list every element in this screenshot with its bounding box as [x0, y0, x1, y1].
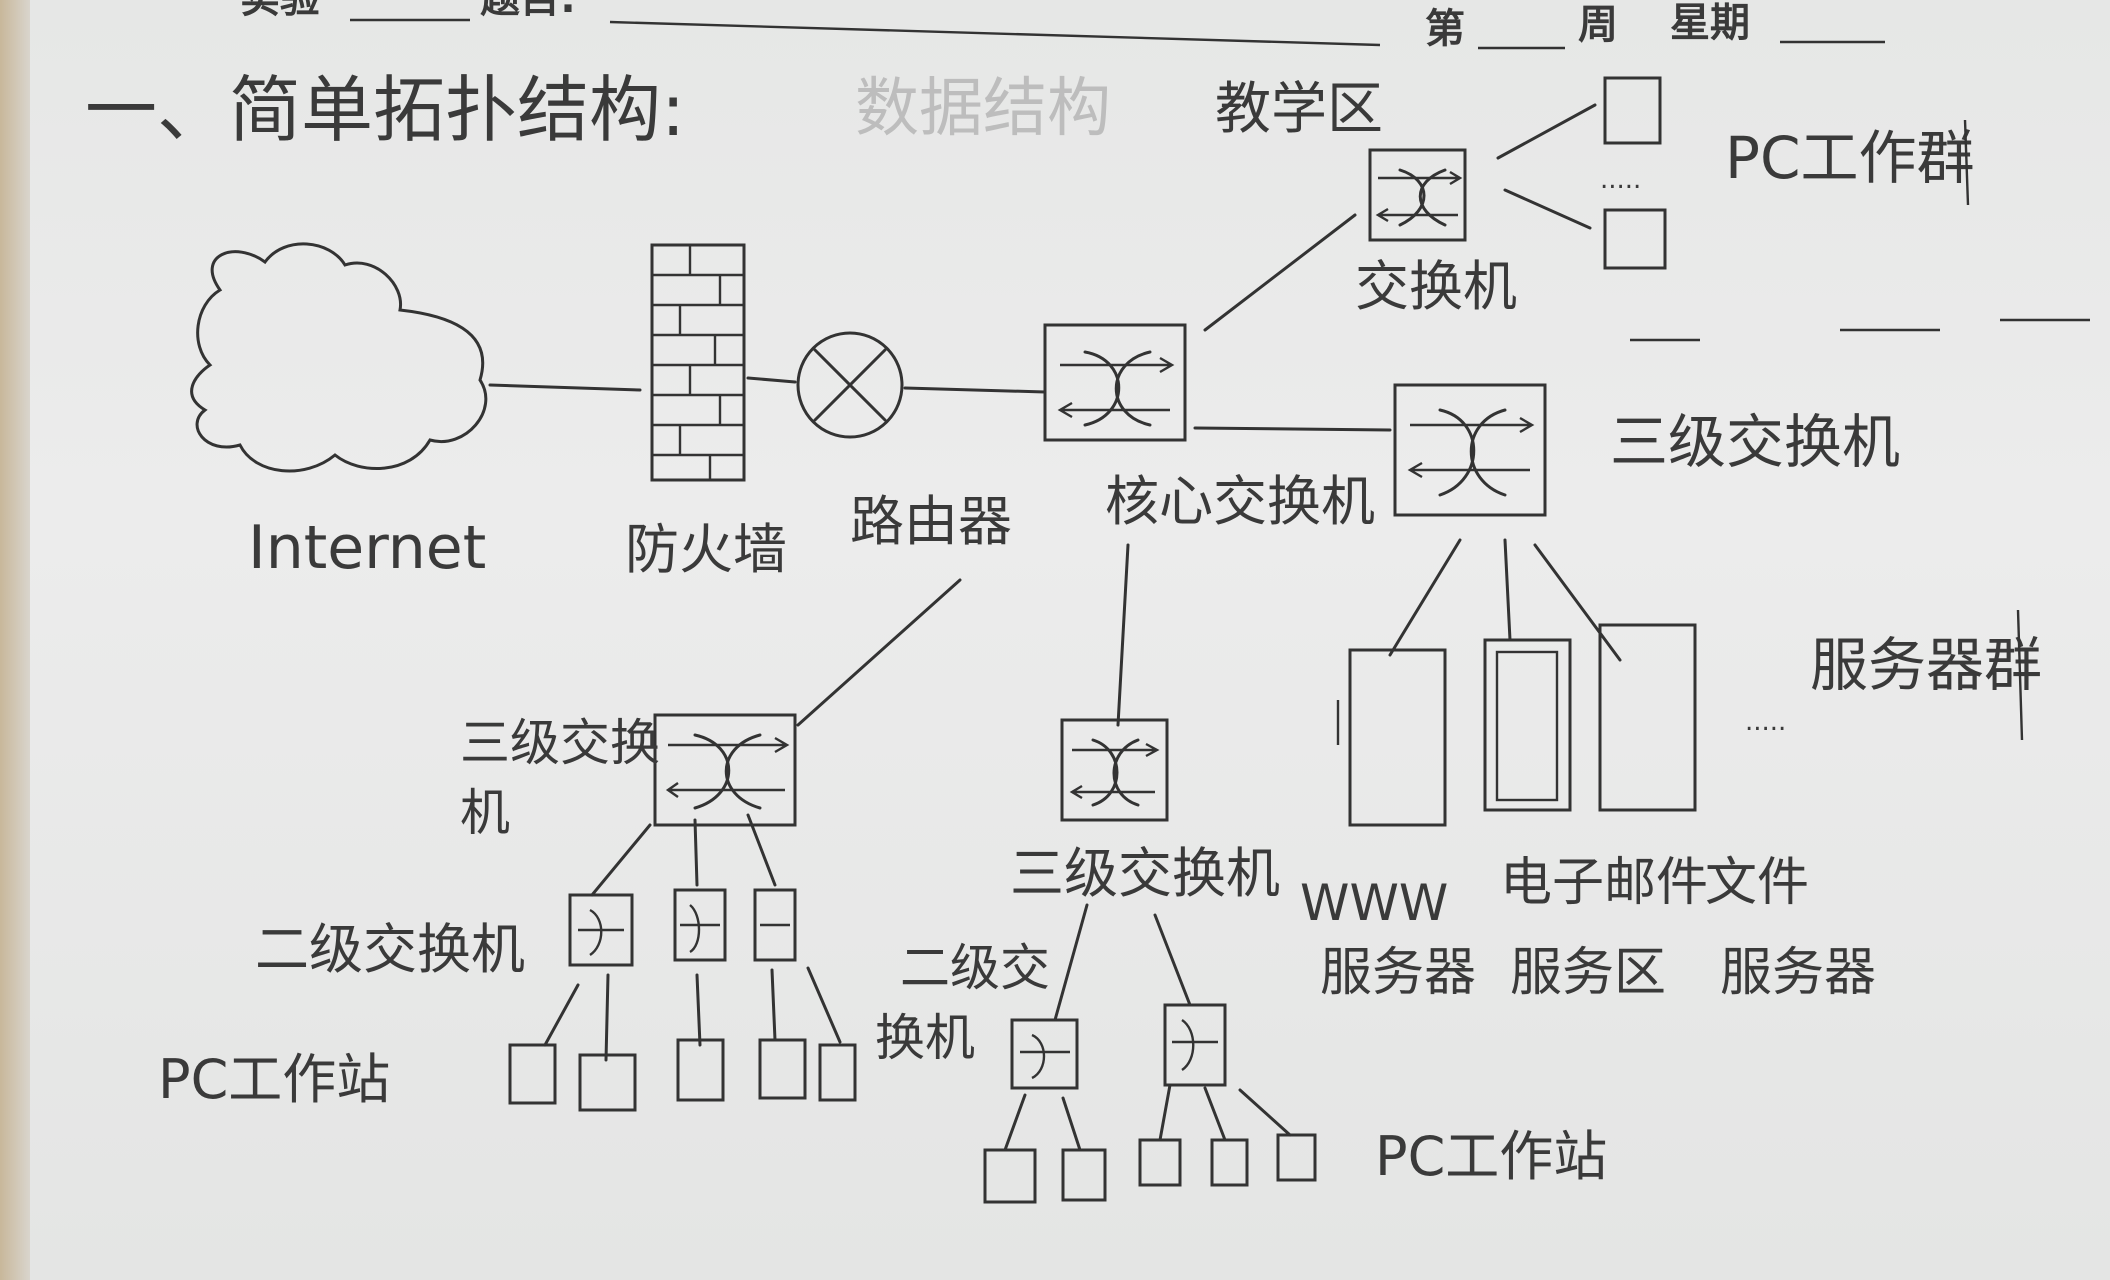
link-right-l3-www	[1388, 538, 1462, 657]
core-switch-icon	[1043, 323, 1187, 442]
pc-station-left-label: PC工作站	[158, 1048, 390, 1111]
core-switch-label: 核心交换机	[1105, 470, 1375, 533]
file-server-label-2: 服务器	[1720, 943, 1876, 1003]
l2-switch-icon	[1010, 1018, 1079, 1090]
top-switch-label: 交换机	[1355, 255, 1517, 318]
router-label: 路由器	[850, 490, 1012, 553]
link-right-l3-mail	[1503, 538, 1512, 642]
l2-switch-left-label: 二级交换机	[255, 918, 525, 981]
pc-group-top-label: PC工作群	[1725, 124, 1974, 192]
link-router-core	[903, 386, 1047, 394]
header: 实验 题目: 第 周 星期	[240, 0, 1885, 52]
pc-dots-top: .....	[1600, 165, 1641, 195]
pc-icon	[508, 1043, 557, 1105]
internet-cloud-icon	[190, 242, 488, 473]
mail-server-label-1: 电子邮件	[1500, 853, 1708, 913]
router-icon	[796, 331, 904, 439]
weekday-label: 星期	[1670, 0, 1750, 46]
internet-label: Internet	[248, 513, 486, 583]
experiment-label: 实验	[240, 0, 320, 22]
l2-switch-icon	[753, 888, 797, 962]
link-left-l3-l2b	[693, 818, 699, 887]
l2-switch-icon	[673, 888, 727, 962]
link-left-l3-l2a	[590, 823, 652, 897]
mail-server-icon	[1483, 638, 1572, 812]
firewall-icon	[650, 243, 746, 482]
l2-switch-icon	[1163, 1003, 1227, 1087]
pc-icon	[676, 1038, 725, 1102]
link-top-switch-pc1	[1496, 103, 1597, 160]
link-firewall-router	[746, 376, 797, 384]
pc-icon	[1138, 1138, 1182, 1187]
pc-icon	[1603, 208, 1667, 270]
firewall-label: 防火墙	[625, 518, 787, 581]
l3-switch-left-label-2: 机	[460, 784, 510, 842]
file-server-icon	[1598, 623, 1697, 812]
heading: 一、简单拓扑结构: 数据结构 教学区	[85, 68, 1383, 152]
title-blank	[609, 20, 1381, 47]
www-server-label-1: WWW	[1300, 874, 1448, 932]
server-dots: .....	[1745, 707, 1786, 737]
connections	[488, 103, 1622, 1152]
link-router-left-l3	[796, 578, 962, 727]
l2-switch-mid-label-2: 换机	[875, 1009, 975, 1067]
link-core-right-switch	[1193, 426, 1392, 432]
link-left-l3-l2c	[746, 813, 777, 887]
area-label: 教学区	[1215, 77, 1383, 142]
l3-switch-right-label: 三级交换机	[1610, 408, 1900, 476]
link-core-top-switch	[1203, 213, 1357, 332]
top-switch-icon	[1368, 148, 1467, 242]
week-label-prefix: 第	[1425, 6, 1465, 52]
link-mid-l3-l2b	[1153, 913, 1192, 1007]
left-l3-switch-icon	[653, 713, 797, 827]
www-server-label-2: 服务器	[1320, 943, 1476, 1003]
l3-switch-mid-label: 三级交换机	[1010, 842, 1280, 905]
section-title: 一、简单拓扑结构:	[85, 68, 685, 152]
dashed-continuation	[1630, 318, 2090, 342]
l2-switch-mid-label-1: 二级交	[900, 939, 1050, 997]
right-l3-switch-icon	[1393, 383, 1547, 517]
title-label: 题目:	[480, 0, 576, 22]
pc-icon	[1276, 1133, 1317, 1182]
week-label-suffix: 周	[1578, 2, 1618, 48]
link-top-switch-pc2	[1503, 188, 1592, 230]
pc-icon	[578, 1053, 637, 1112]
server-group-label: 服务器群	[1810, 631, 2042, 699]
pc-icon	[1210, 1138, 1249, 1187]
link-right-l3-file	[1533, 543, 1622, 662]
pc-icon	[1603, 76, 1662, 145]
l3-switch-left-label-1: 三级交换	[460, 714, 660, 772]
pc-icon	[818, 1043, 857, 1102]
pc-icon	[983, 1148, 1037, 1204]
pc-icon	[758, 1038, 807, 1100]
pc-icon	[1061, 1148, 1107, 1202]
l2-switch-icon	[568, 893, 634, 967]
pc-station-mid-label: PC工作站	[1375, 1125, 1607, 1188]
link-mid-l3-l2a	[1053, 903, 1089, 1022]
link-core-mid-l3	[1116, 543, 1130, 727]
link-internet-firewall	[488, 383, 642, 392]
crossed-out-text: 数据结构	[855, 72, 1111, 146]
www-server-icon	[1336, 648, 1447, 827]
mid-l3-switch-icon	[1060, 718, 1169, 822]
mail-server-label-2: 服务区	[1510, 943, 1666, 1003]
file-server-label-1: 文件	[1705, 853, 1809, 913]
